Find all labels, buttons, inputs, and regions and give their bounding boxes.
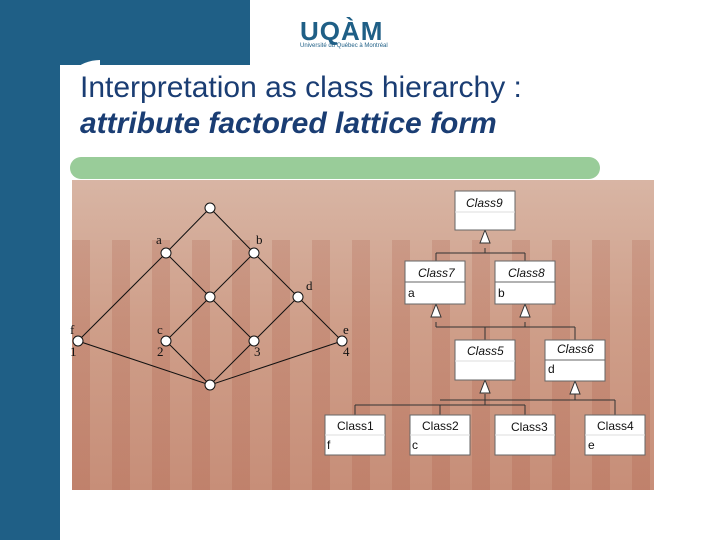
lattice-label-4: 4 <box>343 344 350 359</box>
class1-name: Class1 <box>337 419 374 433</box>
arrow-to-class7 <box>431 304 441 317</box>
class8-name: Class8 <box>508 266 545 280</box>
class4-name: Class4 <box>597 419 634 433</box>
arrow-to-class6 <box>570 381 580 394</box>
class8-box: Class8 b <box>495 261 555 304</box>
arrow-to-class9 <box>480 230 490 243</box>
lattice-node <box>249 248 259 258</box>
lattice-label-e: e <box>343 322 349 337</box>
class3-box: Class3 <box>495 415 555 455</box>
class6-attr: d <box>548 362 555 376</box>
class2-name: Class2 <box>422 419 459 433</box>
lattice-label-a: a <box>156 232 162 247</box>
class5-box: Class5 <box>455 340 515 380</box>
class6-box: Class6 d <box>545 340 605 381</box>
lattice-label-1: 1 <box>70 344 77 359</box>
lattice-node <box>205 380 215 390</box>
class6-name: Class6 <box>557 342 594 356</box>
class7-attr: a <box>408 286 415 300</box>
class2-box: Class2 c <box>410 415 470 455</box>
class4-attr: e <box>588 438 595 452</box>
class2-attr: c <box>412 438 418 452</box>
class5-name: Class5 <box>467 344 504 358</box>
lattice-label-3: 3 <box>254 344 261 359</box>
arrow-to-class5 <box>480 380 490 393</box>
class9-name: Class9 <box>466 196 503 210</box>
lattice-node <box>161 248 171 258</box>
arrow-to-class8 <box>520 304 530 317</box>
class8-attr: b <box>498 286 505 300</box>
lattice-nodes <box>73 203 347 390</box>
lattice-node <box>205 292 215 302</box>
lattice-label-2: 2 <box>157 344 164 359</box>
class9-box: Class9 <box>455 191 515 230</box>
class4-box: Class4 e <box>585 415 645 455</box>
lattice-node <box>205 203 215 213</box>
lattice-node <box>293 292 303 302</box>
lattice-label-b: b <box>256 232 263 247</box>
class7-name: Class7 <box>418 266 456 280</box>
lattice-label-f: f <box>70 322 75 337</box>
class1-box: Class1 f <box>325 415 385 455</box>
class7-box: Class7 a <box>405 261 465 304</box>
lattice-label-c: c <box>157 322 163 337</box>
lattice-label-d: d <box>306 278 313 293</box>
class3-name: Class3 <box>511 420 548 434</box>
